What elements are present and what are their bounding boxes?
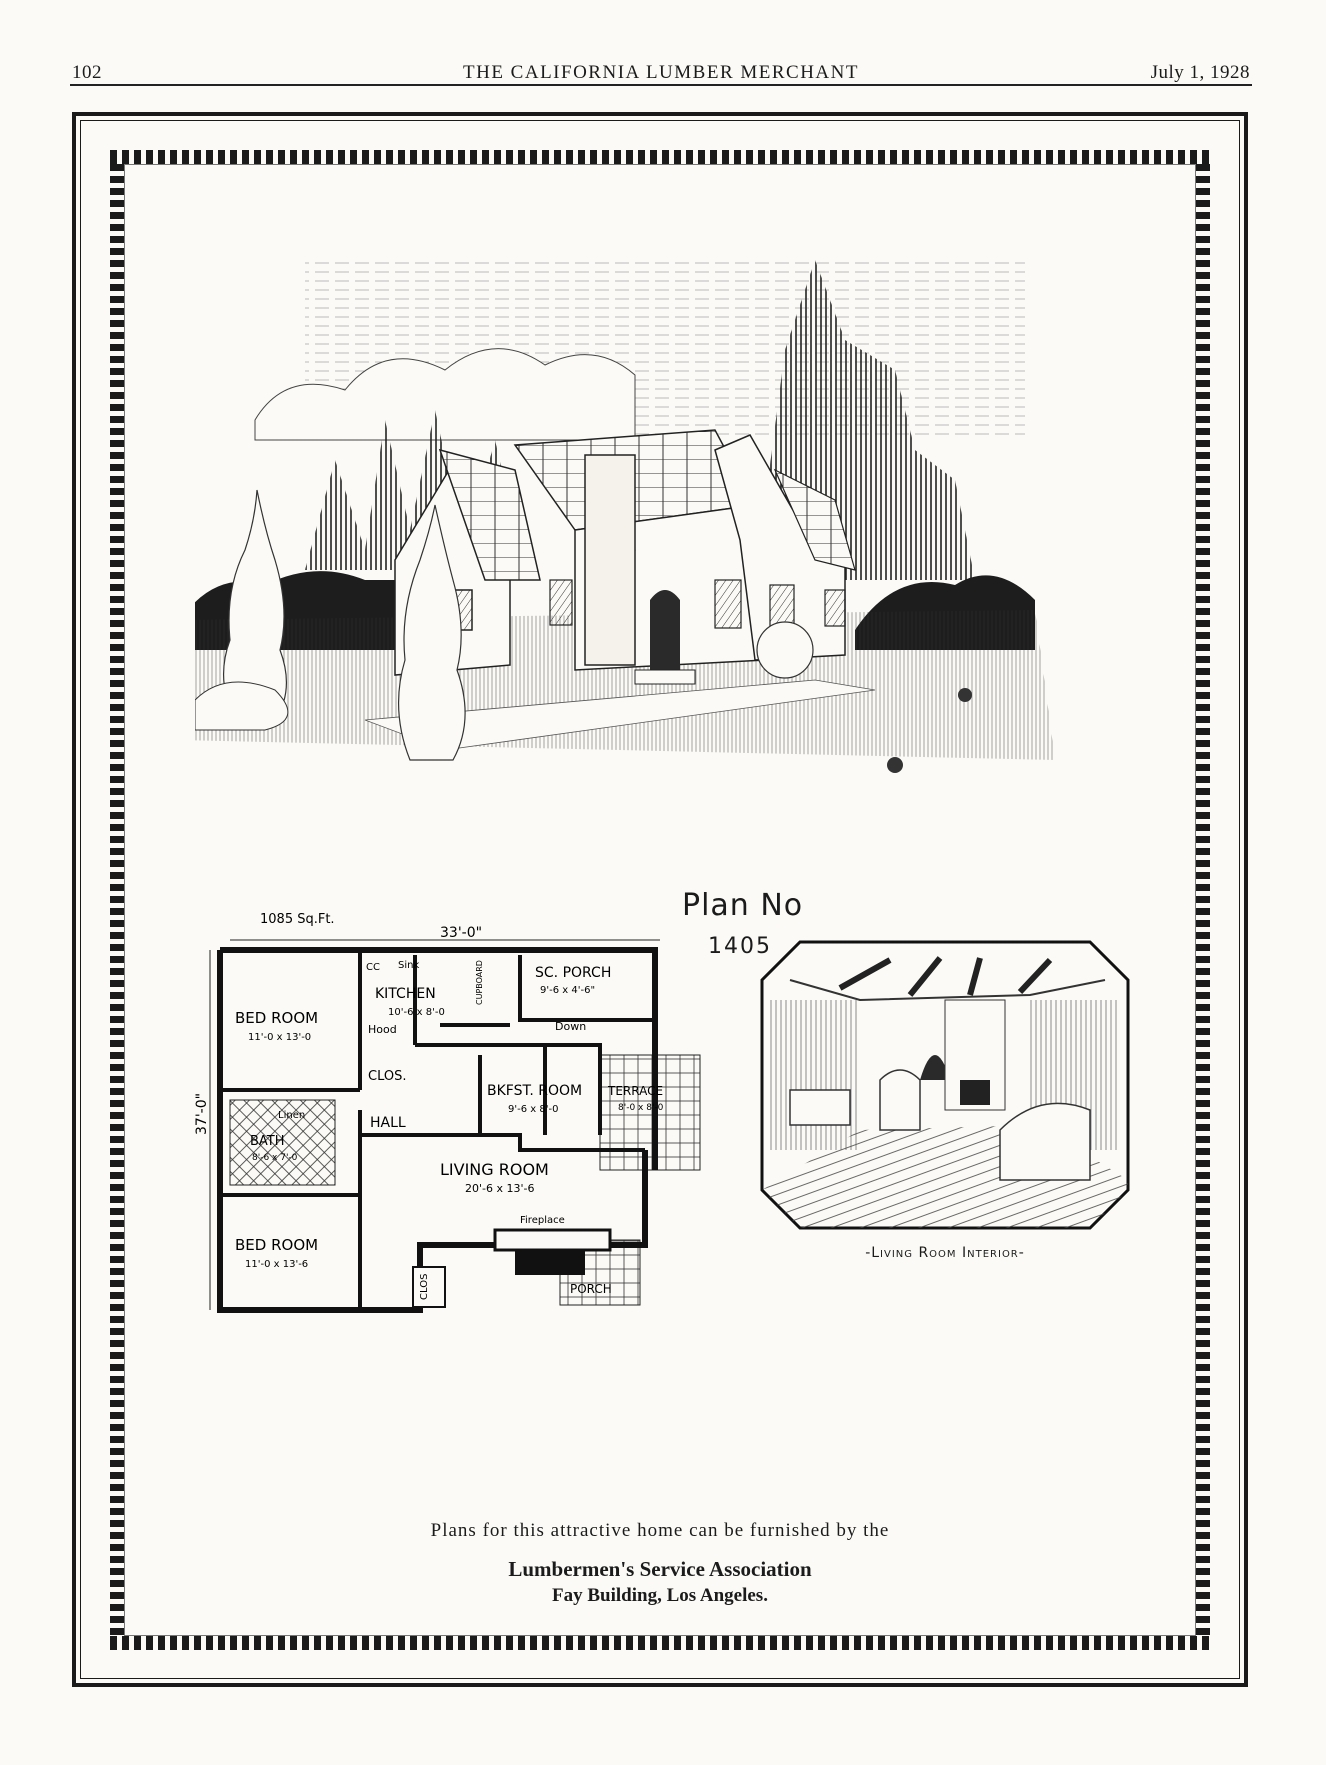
room-living-size: 20'-6 x 13'-6 (465, 1182, 534, 1195)
room-bath-size: 8'-6 x 7'-0 (252, 1153, 298, 1163)
room-terrace-size: 8'-0 x 8'-0 (618, 1103, 664, 1113)
room-porch-name: SC. PORCH (535, 965, 611, 981)
room-bath-name: BATH (250, 1134, 285, 1149)
room-bedroom-2-name: BED ROOM (235, 1236, 318, 1254)
room-bedroom-1-size: 11'-0 x 13'-0 (248, 1032, 311, 1043)
page-header: 102 THE CALIFORNIA LUMBER MERCHANT July … (72, 58, 1250, 88)
room-kitchen-name: KITCHEN (375, 986, 436, 1002)
credits-association: Lumbermen's Service Association (508, 1557, 812, 1581)
plan-number: 1405 (708, 934, 772, 959)
room-bedroom-1-name: BED ROOM (235, 1009, 318, 1027)
label-down: Down (555, 1020, 586, 1033)
label-cc: CC (366, 962, 380, 973)
room-terrace-name: TERRACE (607, 1084, 663, 1098)
issue-date: July 1, 1928 (1150, 62, 1250, 83)
room-breakfast-size: 9'-6 x 8'-0 (508, 1104, 558, 1115)
room-breakfast-name: BKFST. ROOM (487, 1083, 582, 1099)
living-room-interior-illustration (760, 940, 1130, 1230)
page-number: 102 (72, 62, 102, 83)
label-sink: Sink (398, 960, 419, 971)
plan-area-label: 1085 Sq.Ft. (260, 912, 335, 927)
label-closet-2: CLOS (419, 1274, 430, 1300)
credits-address: Fay Building, Los Angeles. (552, 1585, 768, 1606)
plan-depth-dim: 37'-0" (194, 1093, 210, 1135)
room-bedroom-2-size: 11'-0 x 13'-6 (245, 1259, 308, 1270)
label-hall: HALL (370, 1115, 406, 1131)
room-porch-size: 9'-6 x 4'-6" (540, 985, 595, 996)
floor-plan: 1085 Sq.Ft. 33'-0" 37'-0" BED ROOM 11'-0… (194, 912, 701, 1313)
decorative-border-right (1196, 164, 1210, 1636)
label-porch: PORCH (570, 1282, 612, 1296)
publication-title: THE CALIFORNIA LUMBER MERCHANT (463, 62, 859, 83)
room-living-name: LIVING ROOM (440, 1160, 549, 1179)
plan-title: Plan No (682, 888, 804, 923)
house-illustration (195, 260, 1055, 773)
label-linen: Linen (278, 1110, 305, 1121)
label-fireplace: Fireplace (520, 1215, 565, 1226)
room-kitchen-size: 10'-6 x 8'-0 (388, 1007, 445, 1018)
outer-frame (72, 112, 1248, 1687)
header-rule (70, 84, 1252, 86)
decorative-border-left (110, 164, 124, 1636)
label-clos: CLOS. (368, 1069, 406, 1084)
interior-caption: -Living Room Interior- (865, 1245, 1025, 1261)
label-hood: Hood (368, 1023, 397, 1036)
plan-width-dim: 33'-0" (440, 925, 482, 941)
label-cupboard: CUPBOARD (475, 960, 484, 1005)
credits-line-1: Plans for this attractive home can be fu… (430, 1520, 890, 1541)
